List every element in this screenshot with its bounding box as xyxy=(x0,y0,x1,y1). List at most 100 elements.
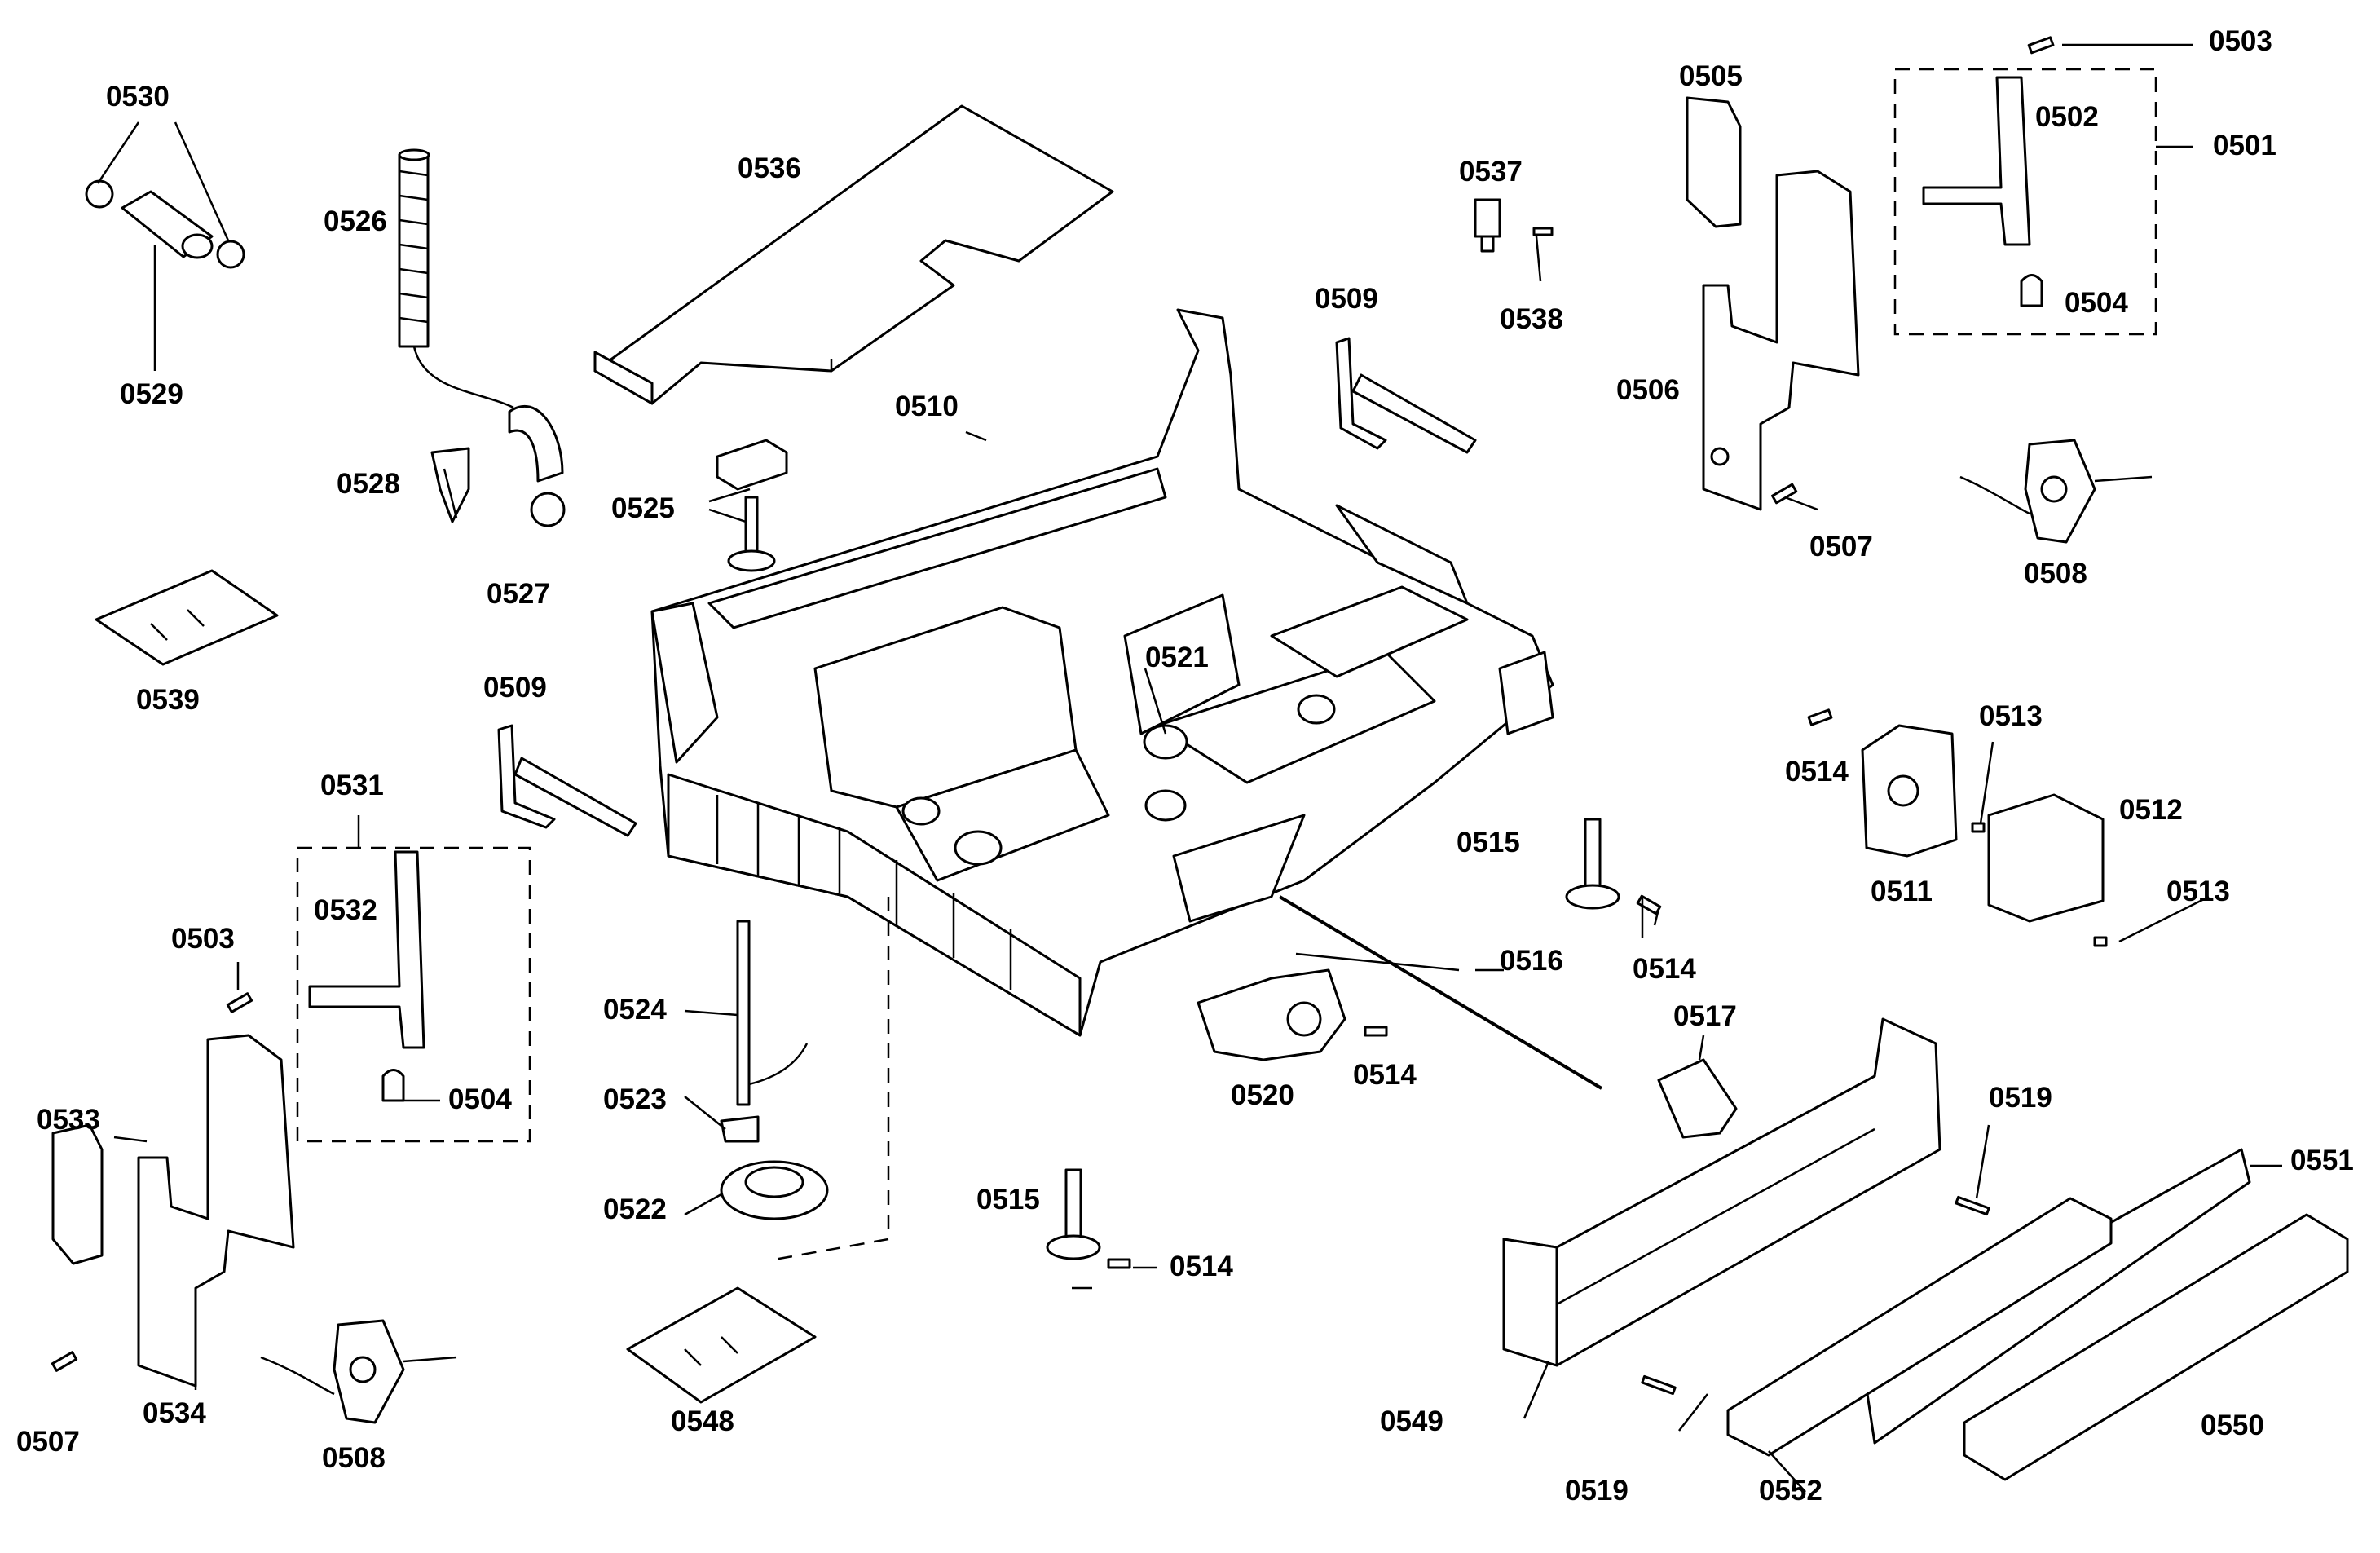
callout-0539: 0539 xyxy=(136,684,200,716)
part-0539-hardware-bag xyxy=(95,569,279,666)
part-0515-foot-lower xyxy=(1046,1168,1101,1260)
callout-0514-mid: 0514 xyxy=(1633,953,1696,985)
callout-0511: 0511 xyxy=(1871,876,1933,907)
part-0533-cover-left xyxy=(51,1123,104,1265)
part-0524-float-rod xyxy=(736,920,809,1106)
part-0502-hinge-arm xyxy=(1922,76,2031,246)
callout-0508-right: 0508 xyxy=(2024,558,2087,589)
part-0538-screw xyxy=(1532,227,1554,236)
part-0549-toe-panel-frame xyxy=(1502,1017,1941,1367)
callout-0537: 0537 xyxy=(1459,156,1523,188)
callout-0551: 0551 xyxy=(2290,1145,2354,1176)
callout-0515-lower: 0515 xyxy=(976,1184,1040,1215)
part-0503-screw-left xyxy=(226,992,253,1013)
callout-0516: 0516 xyxy=(1500,945,1563,977)
callout-0550: 0550 xyxy=(2201,1410,2264,1441)
callout-0522: 0522 xyxy=(603,1193,667,1225)
part-0525-switch-and-screw xyxy=(716,439,788,572)
part-0505-cover xyxy=(1686,96,1742,228)
callout-0533: 0533 xyxy=(37,1104,100,1136)
part-0536-insulation-mat xyxy=(593,104,1114,405)
callout-0514-valve: 0514 xyxy=(1353,1059,1417,1091)
part-0520-inlet-valve xyxy=(1197,968,1346,1061)
part-0517-sensor xyxy=(1657,1058,1738,1139)
part-0528-hose-clip xyxy=(430,447,470,523)
callout-0536: 0536 xyxy=(738,152,801,184)
callout-0531: 0531 xyxy=(320,770,384,801)
callout-0510: 0510 xyxy=(895,390,959,422)
part-0503-screw-top xyxy=(2027,36,2055,55)
callout-0513-lower: 0513 xyxy=(2166,876,2230,907)
callout-0528: 0528 xyxy=(337,468,400,500)
callout-0503-left: 0503 xyxy=(171,923,235,955)
callout-0549: 0549 xyxy=(1380,1405,1443,1437)
part-0509-spring-upper xyxy=(1335,337,1477,454)
part-0504-clip-right xyxy=(2020,274,2043,307)
part-0516-rod xyxy=(1278,895,1603,1090)
callout-0548: 0548 xyxy=(671,1405,734,1437)
callout-0552: 0552 xyxy=(1759,1475,1822,1507)
callout-0524: 0524 xyxy=(603,994,667,1026)
callout-0504-left: 0504 xyxy=(448,1083,512,1115)
callout-0534: 0534 xyxy=(143,1397,206,1429)
part-0507-screw-left xyxy=(51,1351,78,1372)
part-0532-hinge-arm-left xyxy=(308,850,425,1049)
callout-0529: 0529 xyxy=(120,378,183,410)
part-0508-motor-left xyxy=(260,1319,457,1424)
callout-0521: 0521 xyxy=(1145,642,1209,673)
callout-0503-top: 0503 xyxy=(2209,25,2272,57)
callout-0512: 0512 xyxy=(2119,794,2183,826)
part-0513-screws xyxy=(1971,822,2108,947)
part-0508-motor-right xyxy=(1959,439,2153,544)
leader-lines xyxy=(96,43,2282,1493)
part-0522-filter xyxy=(720,1160,829,1220)
callout-0513-upper: 0513 xyxy=(1979,700,2043,732)
part-0515-foot-upper xyxy=(1565,818,1620,910)
callout-0526: 0526 xyxy=(324,205,387,237)
callout-0523: 0523 xyxy=(603,1083,667,1115)
callout-0527: 0527 xyxy=(487,578,550,610)
callout-0514-bottom: 0514 xyxy=(1170,1251,1233,1282)
part-0506-hinge-bracket xyxy=(1702,170,1860,511)
callout-0517: 0517 xyxy=(1673,1000,1737,1032)
callout-labels: 0503 0501 0502 0504 0505 0506 0507 0508 … xyxy=(16,25,2354,1507)
part-0552-seal-strip xyxy=(1726,1197,2113,1457)
callout-0538: 0538 xyxy=(1500,303,1563,335)
part-0550-toe-panel-strip xyxy=(1963,1213,2349,1481)
part-0548-hardware-bag xyxy=(626,1286,817,1404)
part-0509-spring-lower xyxy=(497,724,637,837)
callout-0520: 0520 xyxy=(1231,1079,1294,1111)
part-0534-hinge-bracket-left xyxy=(137,1034,295,1388)
callout-0509-upper: 0509 xyxy=(1315,283,1378,315)
callout-0530: 0530 xyxy=(106,81,170,113)
callout-0519-lower: 0519 xyxy=(1565,1475,1629,1507)
part-0511-housing xyxy=(1861,724,1958,858)
callout-0509-lower: 0509 xyxy=(483,672,547,704)
callout-0504-right: 0504 xyxy=(2065,287,2128,319)
part-0504-clip-left xyxy=(381,1069,405,1102)
callout-0505: 0505 xyxy=(1679,60,1743,92)
part-0519-screws xyxy=(1641,1195,1990,1396)
part-0529-connector-tube xyxy=(85,179,245,269)
group-0531-box xyxy=(296,846,531,1143)
part-0526-drain-hose xyxy=(398,148,566,527)
callout-0508-left: 0508 xyxy=(322,1442,386,1474)
callout-0506: 0506 xyxy=(1616,374,1680,406)
part-0523-float xyxy=(720,1115,760,1143)
part-0510-base-tub xyxy=(650,308,1554,1037)
callout-0525: 0525 xyxy=(611,492,675,524)
group-0501-box xyxy=(1893,68,2157,336)
callout-0532: 0532 xyxy=(314,894,377,926)
part-0551-toe-panel xyxy=(1861,1148,2251,1445)
part-0512-cap xyxy=(1987,793,2105,923)
callout-0507-left: 0507 xyxy=(16,1426,80,1458)
callout-0507-right: 0507 xyxy=(1809,531,1873,563)
callout-0514-right: 0514 xyxy=(1785,756,1849,788)
callout-0501: 0501 xyxy=(2213,130,2276,161)
callout-0515-upper: 0515 xyxy=(1457,827,1520,858)
callout-0519-upper: 0519 xyxy=(1989,1082,2052,1114)
callout-0502: 0502 xyxy=(2035,101,2099,133)
part-0537-thermostat xyxy=(1474,198,1501,253)
leader-dashed-0522 xyxy=(774,897,890,1261)
